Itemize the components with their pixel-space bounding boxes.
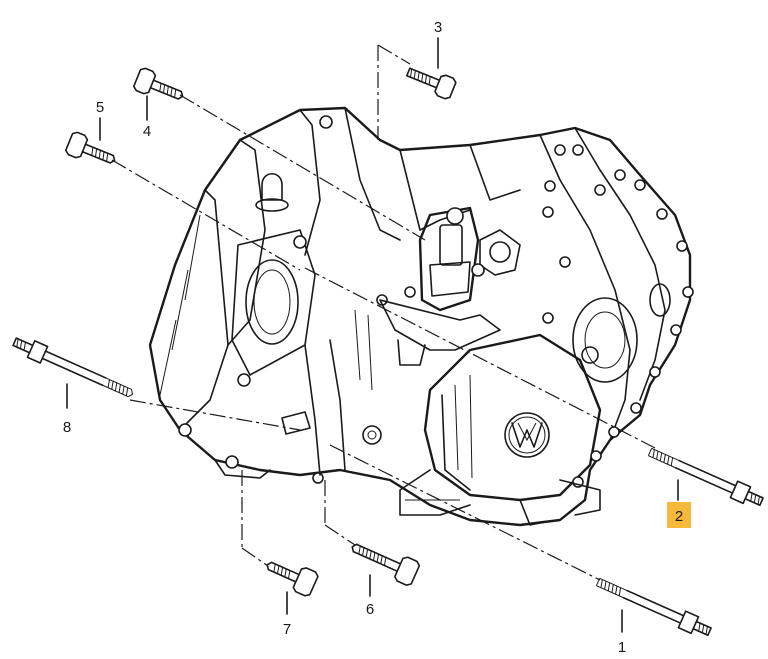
callout-4[interactable]: 4 bbox=[143, 123, 151, 140]
callout-leaders bbox=[66, 37, 679, 633]
bolt-3 bbox=[406, 67, 457, 100]
bolt-7 bbox=[266, 561, 319, 597]
gearbox-housing bbox=[148, 106, 694, 527]
bolt-4 bbox=[132, 67, 184, 100]
bolt-5 bbox=[64, 131, 116, 164]
stud-2 bbox=[647, 447, 764, 507]
callout-3[interactable]: 3 bbox=[434, 19, 442, 36]
stud-8 bbox=[12, 337, 134, 398]
bolt-6 bbox=[351, 543, 421, 586]
stud-1 bbox=[595, 577, 712, 637]
callout-7[interactable]: 7 bbox=[283, 621, 291, 638]
callout-8[interactable]: 8 bbox=[63, 419, 71, 436]
callout-1[interactable]: 1 bbox=[618, 639, 626, 656]
callout-5[interactable]: 5 bbox=[96, 99, 104, 116]
callout-6[interactable]: 6 bbox=[366, 601, 374, 618]
assembly-lines bbox=[111, 44, 656, 581]
vw-logo-icon bbox=[504, 412, 550, 458]
callout-2[interactable]: 2 bbox=[675, 508, 683, 525]
callout-2-highlight bbox=[667, 502, 691, 528]
